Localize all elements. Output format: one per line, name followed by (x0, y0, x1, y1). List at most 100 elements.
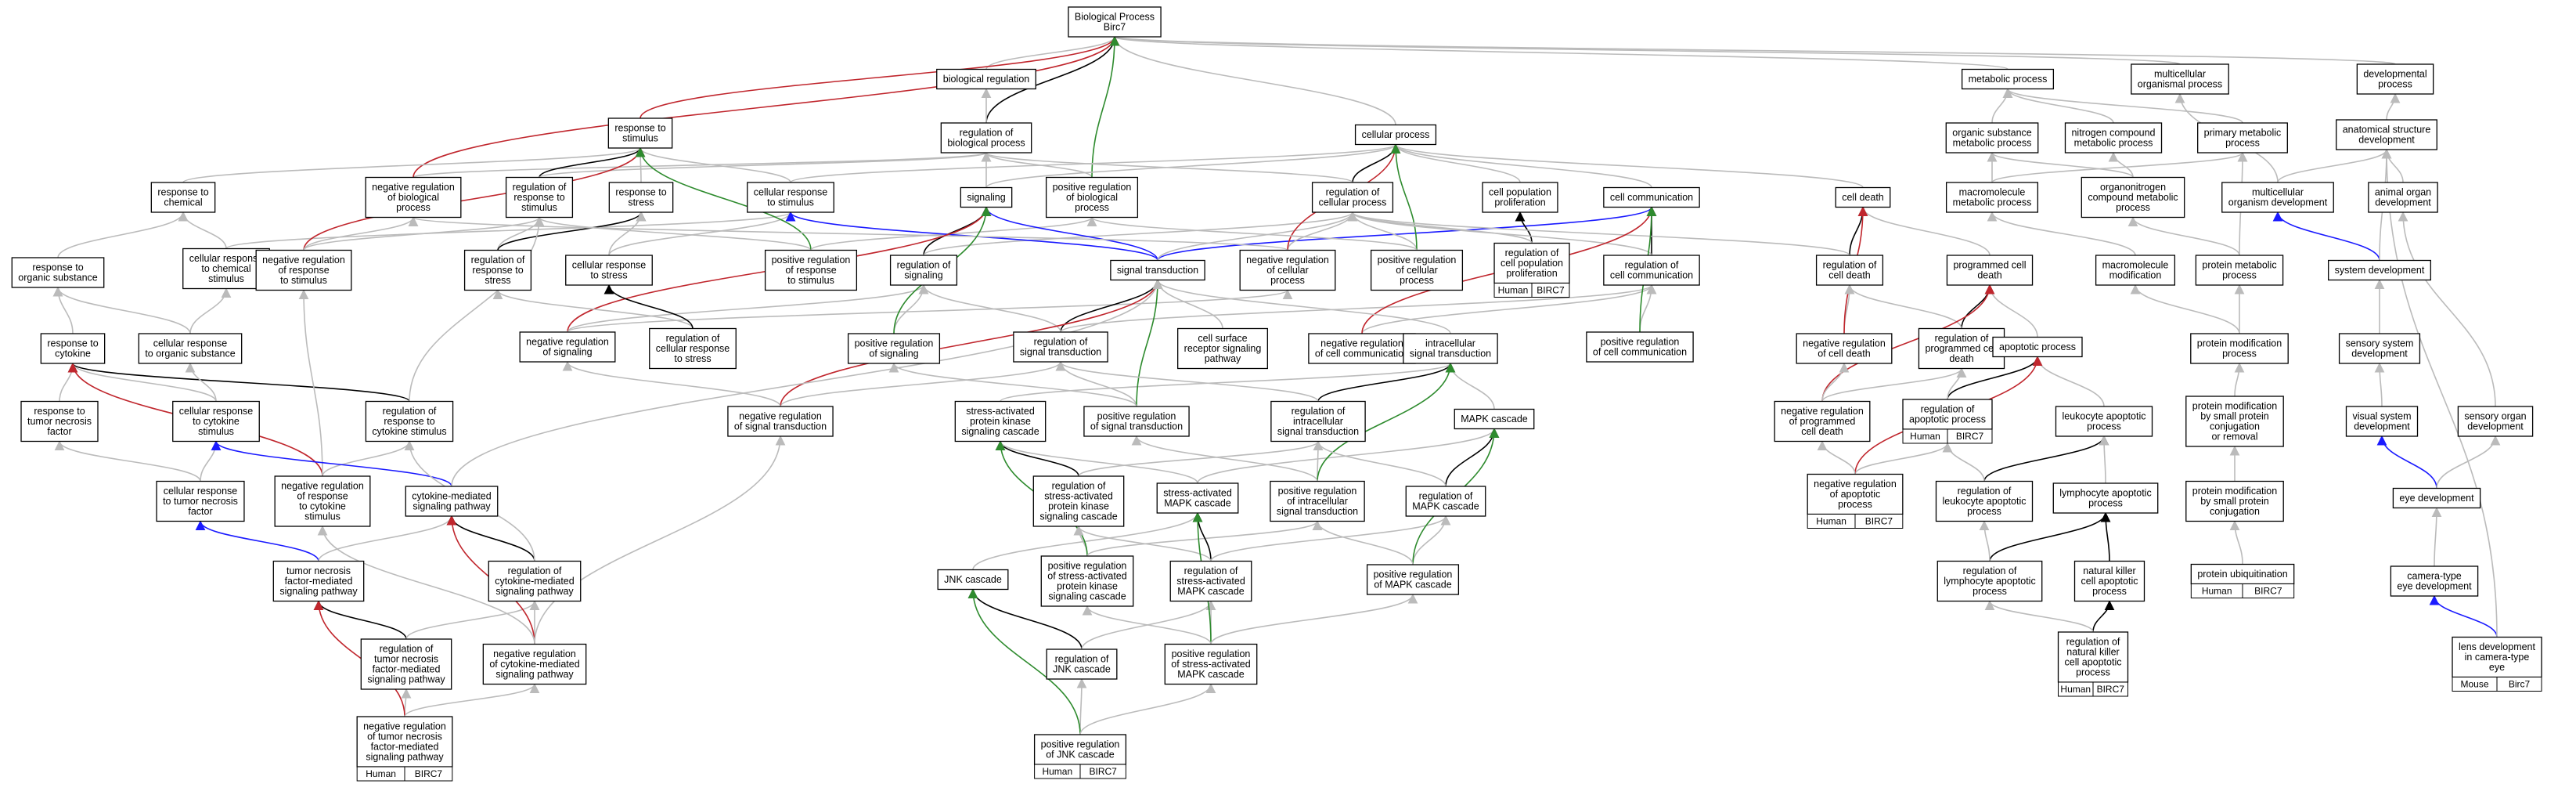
node-sig-trans[interactable]: signal transduction (1110, 259, 1205, 281)
node-reg-cyto-path[interactable]: regulation ofcytokine-mediatedsignaling … (488, 560, 582, 602)
node-bioreg[interactable]: biological regulation (936, 68, 1036, 90)
node-apop[interactable]: apoptotic process (1992, 336, 2083, 358)
node-jnk[interactable]: JNK cascade (937, 569, 1009, 591)
node-cellproc[interactable]: cellular process (1354, 124, 1437, 146)
node-cellcomm[interactable]: cell communication (1603, 186, 1700, 208)
node-celldeath[interactable]: cell death (1835, 186, 1891, 208)
node-sysdev[interactable]: system development (2328, 259, 2431, 281)
node-eye-dev[interactable]: eye development (2392, 487, 2481, 509)
node-metab[interactable]: metabolic process (1961, 68, 2055, 90)
node-signaling[interactable]: signaling (960, 186, 1013, 208)
node-mapk[interactable]: MAPK cascade (1454, 408, 1535, 430)
